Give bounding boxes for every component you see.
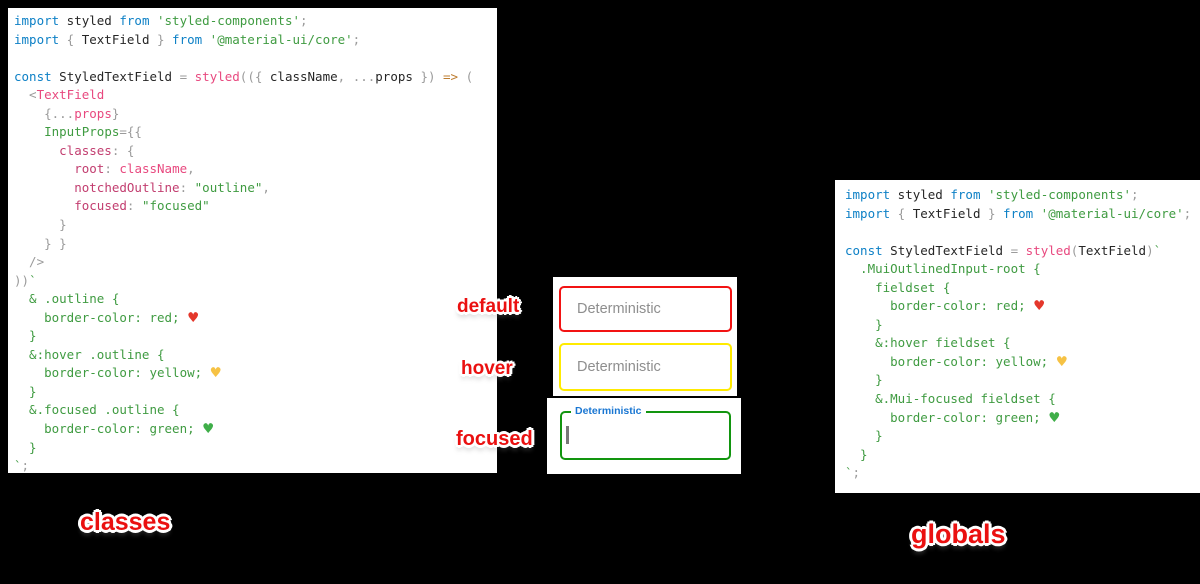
state-label-hover: hover [461, 358, 513, 379]
code-line: &:hover .outline { [14, 346, 165, 362]
code-editor-classes: import styled from 'styled-components'; i… [8, 8, 497, 473]
heading-globals: globals [911, 519, 1006, 549]
code-line: .MuiOutlinedInput-root { [845, 261, 1041, 277]
code-line: } [14, 439, 37, 455]
code-line: InputProps={{ [44, 124, 142, 140]
code-line: classes: { [59, 142, 135, 158]
code-line: focused: "focused" [74, 198, 210, 214]
code-line: border-color: red; ♥ [845, 298, 1046, 315]
code-line [845, 223, 1196, 242]
code-line: `; [845, 465, 861, 481]
code-line [14, 49, 493, 68]
code-line: &.focused .outline { [14, 402, 180, 418]
code-line: root: className, [74, 161, 195, 177]
code-line: } [14, 217, 67, 233]
textfield-focused[interactable]: Deterministic [560, 405, 731, 460]
code-line: border-color: yellow; ♥ [14, 365, 222, 382]
code-line: border-color: green; ♥ [845, 409, 1061, 426]
code-line: notchedOutline: "outline", [74, 179, 270, 195]
code-line: import { TextField } from '@material-ui/… [14, 31, 361, 47]
code-line: } [845, 372, 883, 388]
code-line: const StyledTextField = styled(TextField… [845, 242, 1162, 258]
textfield-focused-label: Deterministic [571, 405, 646, 418]
code-line: & .outline { [14, 291, 120, 307]
code-line: } [14, 383, 37, 399]
code-line: import styled from 'styled-components'; [845, 187, 1139, 202]
state-label-focused: focused [456, 428, 533, 450]
code-line: fieldset { [845, 279, 951, 295]
code-line: import styled from 'styled-components'; [14, 13, 308, 28]
code-line: } [845, 446, 868, 462]
code-line: } [14, 328, 37, 344]
heading-classes: classes [80, 508, 171, 536]
code-line: {...props} [14, 105, 120, 121]
code-line: ))` [14, 272, 37, 288]
code-panel-classes: import styled from 'styled-components'; i… [8, 8, 497, 473]
code-panel-globals: import styled from 'styled-components'; i… [835, 180, 1200, 493]
code-editor-globals: import styled from 'styled-components'; i… [835, 180, 1200, 493]
code-line: } [845, 428, 883, 444]
textfield-hover[interactable] [559, 343, 732, 391]
code-line: border-color: green; ♥ [14, 421, 215, 438]
code-line: border-color: red; ♥ [14, 309, 200, 326]
text-cursor [566, 426, 569, 444]
code-line: &:hover fieldset { [845, 335, 1011, 351]
code-line: &.Mui-focused fieldset { [845, 391, 1056, 407]
code-line: } [845, 316, 883, 332]
state-label-default: default [457, 296, 520, 317]
code-line: `; [14, 458, 30, 474]
code-line: } } [14, 235, 67, 251]
code-line: /> [14, 254, 45, 270]
textfield-default[interactable] [559, 286, 732, 332]
code-line: import { TextField } from '@material-ui/… [845, 205, 1192, 221]
code-line: border-color: yellow; ♥ [845, 353, 1068, 370]
code-line: <TextField [14, 87, 105, 103]
code-line: const StyledTextField = styled(({ classN… [14, 68, 474, 84]
